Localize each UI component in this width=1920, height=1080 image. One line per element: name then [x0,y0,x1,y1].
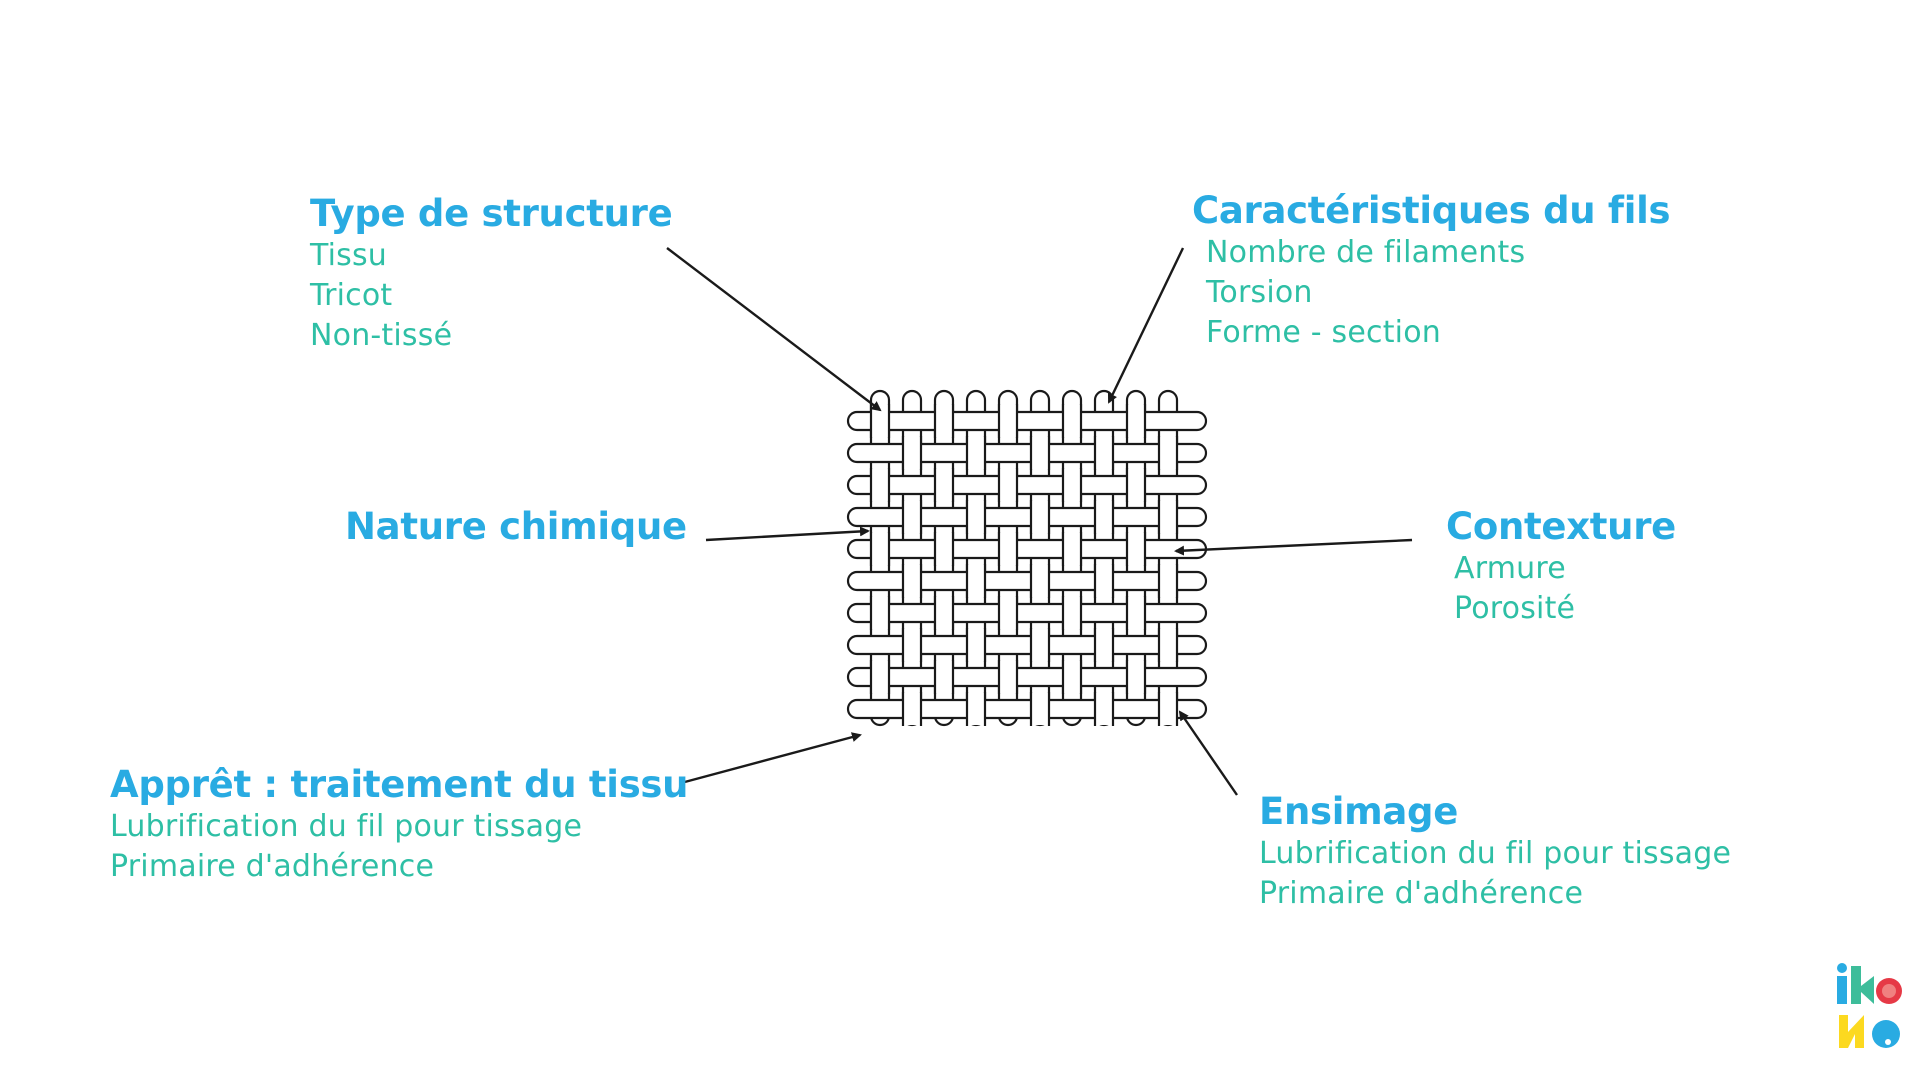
logo-i-stem [1837,976,1847,1004]
caracteristiques-item: Nombre de filaments [1206,235,1526,270]
contexture-title: Contexture [1446,505,1676,548]
caracteristiques-title: Caractéristiques du fils [1192,189,1671,232]
arrow-type-structure [666,247,882,412]
fabric-weave-illustration [846,389,1208,727]
ensimage-item: Primaire d'adhérence [1259,876,1584,911]
contexture-item: Porosité [1454,591,1576,626]
type-structure-item: Tricot [310,278,393,313]
label-appret: Apprêt : traitement du tissu Lubrificati… [110,763,688,887]
contexture-item: Armure [1454,551,1566,586]
caracteristiques-item: Torsion [1206,275,1313,310]
arrow-nature-chimique [705,526,870,542]
arrow-caracteristiques [1107,247,1185,404]
appret-item: Primaire d'adhérence [110,849,435,884]
label-contexture: Contexture Armure Porosité [1446,505,1676,629]
label-ensimage: Ensimage Lubrification du fil pour tissa… [1259,790,1731,914]
appret-title: Apprêt : traitement du tissu [110,763,689,806]
ikone-logo [1837,963,1902,1048]
label-type-structure: Type de structure Tissu Tricot Non-tissé [310,192,673,356]
logo-i-dot [1837,963,1847,973]
ensimage-item: Lubrification du fil pour tissage [1259,836,1732,871]
arrow-ensimage [1178,710,1238,796]
appret-item: Lubrification du fil pour tissage [110,809,583,844]
type-structure-item: Non-tissé [310,318,453,353]
nature-chimique-title: Nature chimique [345,505,687,548]
type-structure-item: Tissu [310,238,388,273]
label-nature-chimique: Nature chimique [345,505,687,549]
ensimage-title: Ensimage [1259,790,1459,833]
arrow-appret [680,732,862,785]
label-caracteristiques: Caractéristiques du fils Nombre de filam… [1192,189,1671,353]
caracteristiques-item: Forme - section [1206,315,1441,350]
type-structure-title: Type de structure [310,192,673,235]
arrow-contexture [1174,538,1413,556]
